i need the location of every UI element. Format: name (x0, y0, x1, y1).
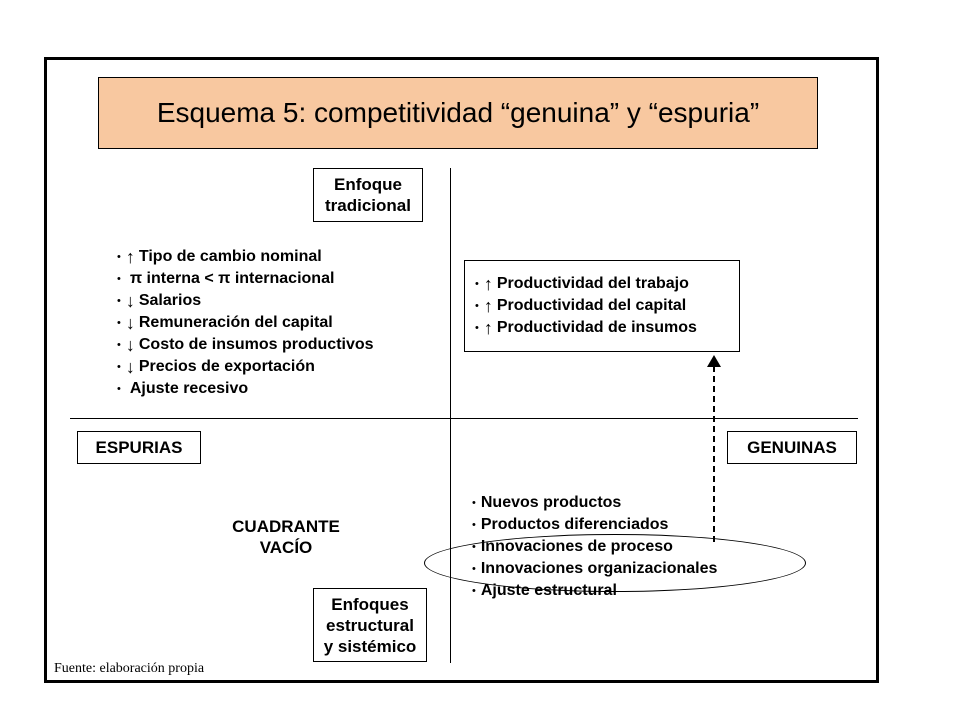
list-item: •Ajuste recesivo (117, 380, 249, 397)
diagram-title: Esquema 5: competitividad “genuina” y “e… (98, 77, 818, 149)
arrow-up-icon (707, 355, 721, 367)
source-note: Fuente: elaboración propia (54, 661, 205, 676)
list-item: •↓Costo de insumos productivos (117, 335, 374, 355)
spurious-factors-list: •↑Tipo de cambio nominal •π interna < π … (117, 246, 374, 400)
list-item: •Productos diferenciados (472, 516, 669, 533)
list-item: •π interna < π internacional (117, 270, 335, 287)
enfoques-estructural-line: estructural (326, 615, 414, 635)
diagram-frame (44, 57, 879, 683)
enfoques-estructural-line: Enfoques (331, 594, 409, 614)
dashed-arrow-line (713, 366, 715, 542)
list-item: •↓Salarios (117, 291, 202, 311)
enfoque-tradicional-line: Enfoque (334, 175, 402, 194)
highlight-ellipse (424, 534, 806, 592)
list-item: •↓Precios de exportación (117, 357, 315, 377)
enfoques-estructural-box: Enfoques estructural y sistémico (313, 588, 427, 662)
list-item: •Nuevos productos (472, 494, 622, 511)
list-item: •↑Productividad de insumos (475, 318, 697, 338)
list-item: •Ajuste estructural (472, 582, 617, 599)
list-item: •Innovaciones de proceso (472, 538, 673, 555)
enfoques-estructural-line: y sistémico (323, 636, 417, 656)
genuinas-box: GENUINAS (727, 431, 857, 464)
espurias-label: ESPURIAS (95, 438, 183, 457)
productivity-box: •↑Productividad del trabajo •↑Productivi… (464, 260, 740, 352)
espurias-box: ESPURIAS (77, 431, 201, 464)
list-item: •↑Productividad del capital (475, 296, 687, 316)
vertical-axis (450, 168, 451, 663)
empty-quadrant-label: CUADRANTE VACÍO (232, 517, 340, 557)
list-item: •↑Tipo de cambio nominal (117, 247, 322, 267)
list-item: •Innovaciones organizacionales (472, 560, 718, 577)
enfoque-tradicional-line: tradicional (325, 196, 411, 215)
list-item: •↓Remuneración del capital (117, 313, 333, 333)
genuinas-label: GENUINAS (747, 438, 837, 457)
enfoque-tradicional-box: Enfoque tradicional (313, 168, 423, 222)
genuine-factors-list: •Nuevos productos •Productos diferenciad… (472, 492, 717, 602)
list-item: •↑Productividad del trabajo (475, 274, 689, 294)
horizontal-axis (70, 418, 858, 419)
